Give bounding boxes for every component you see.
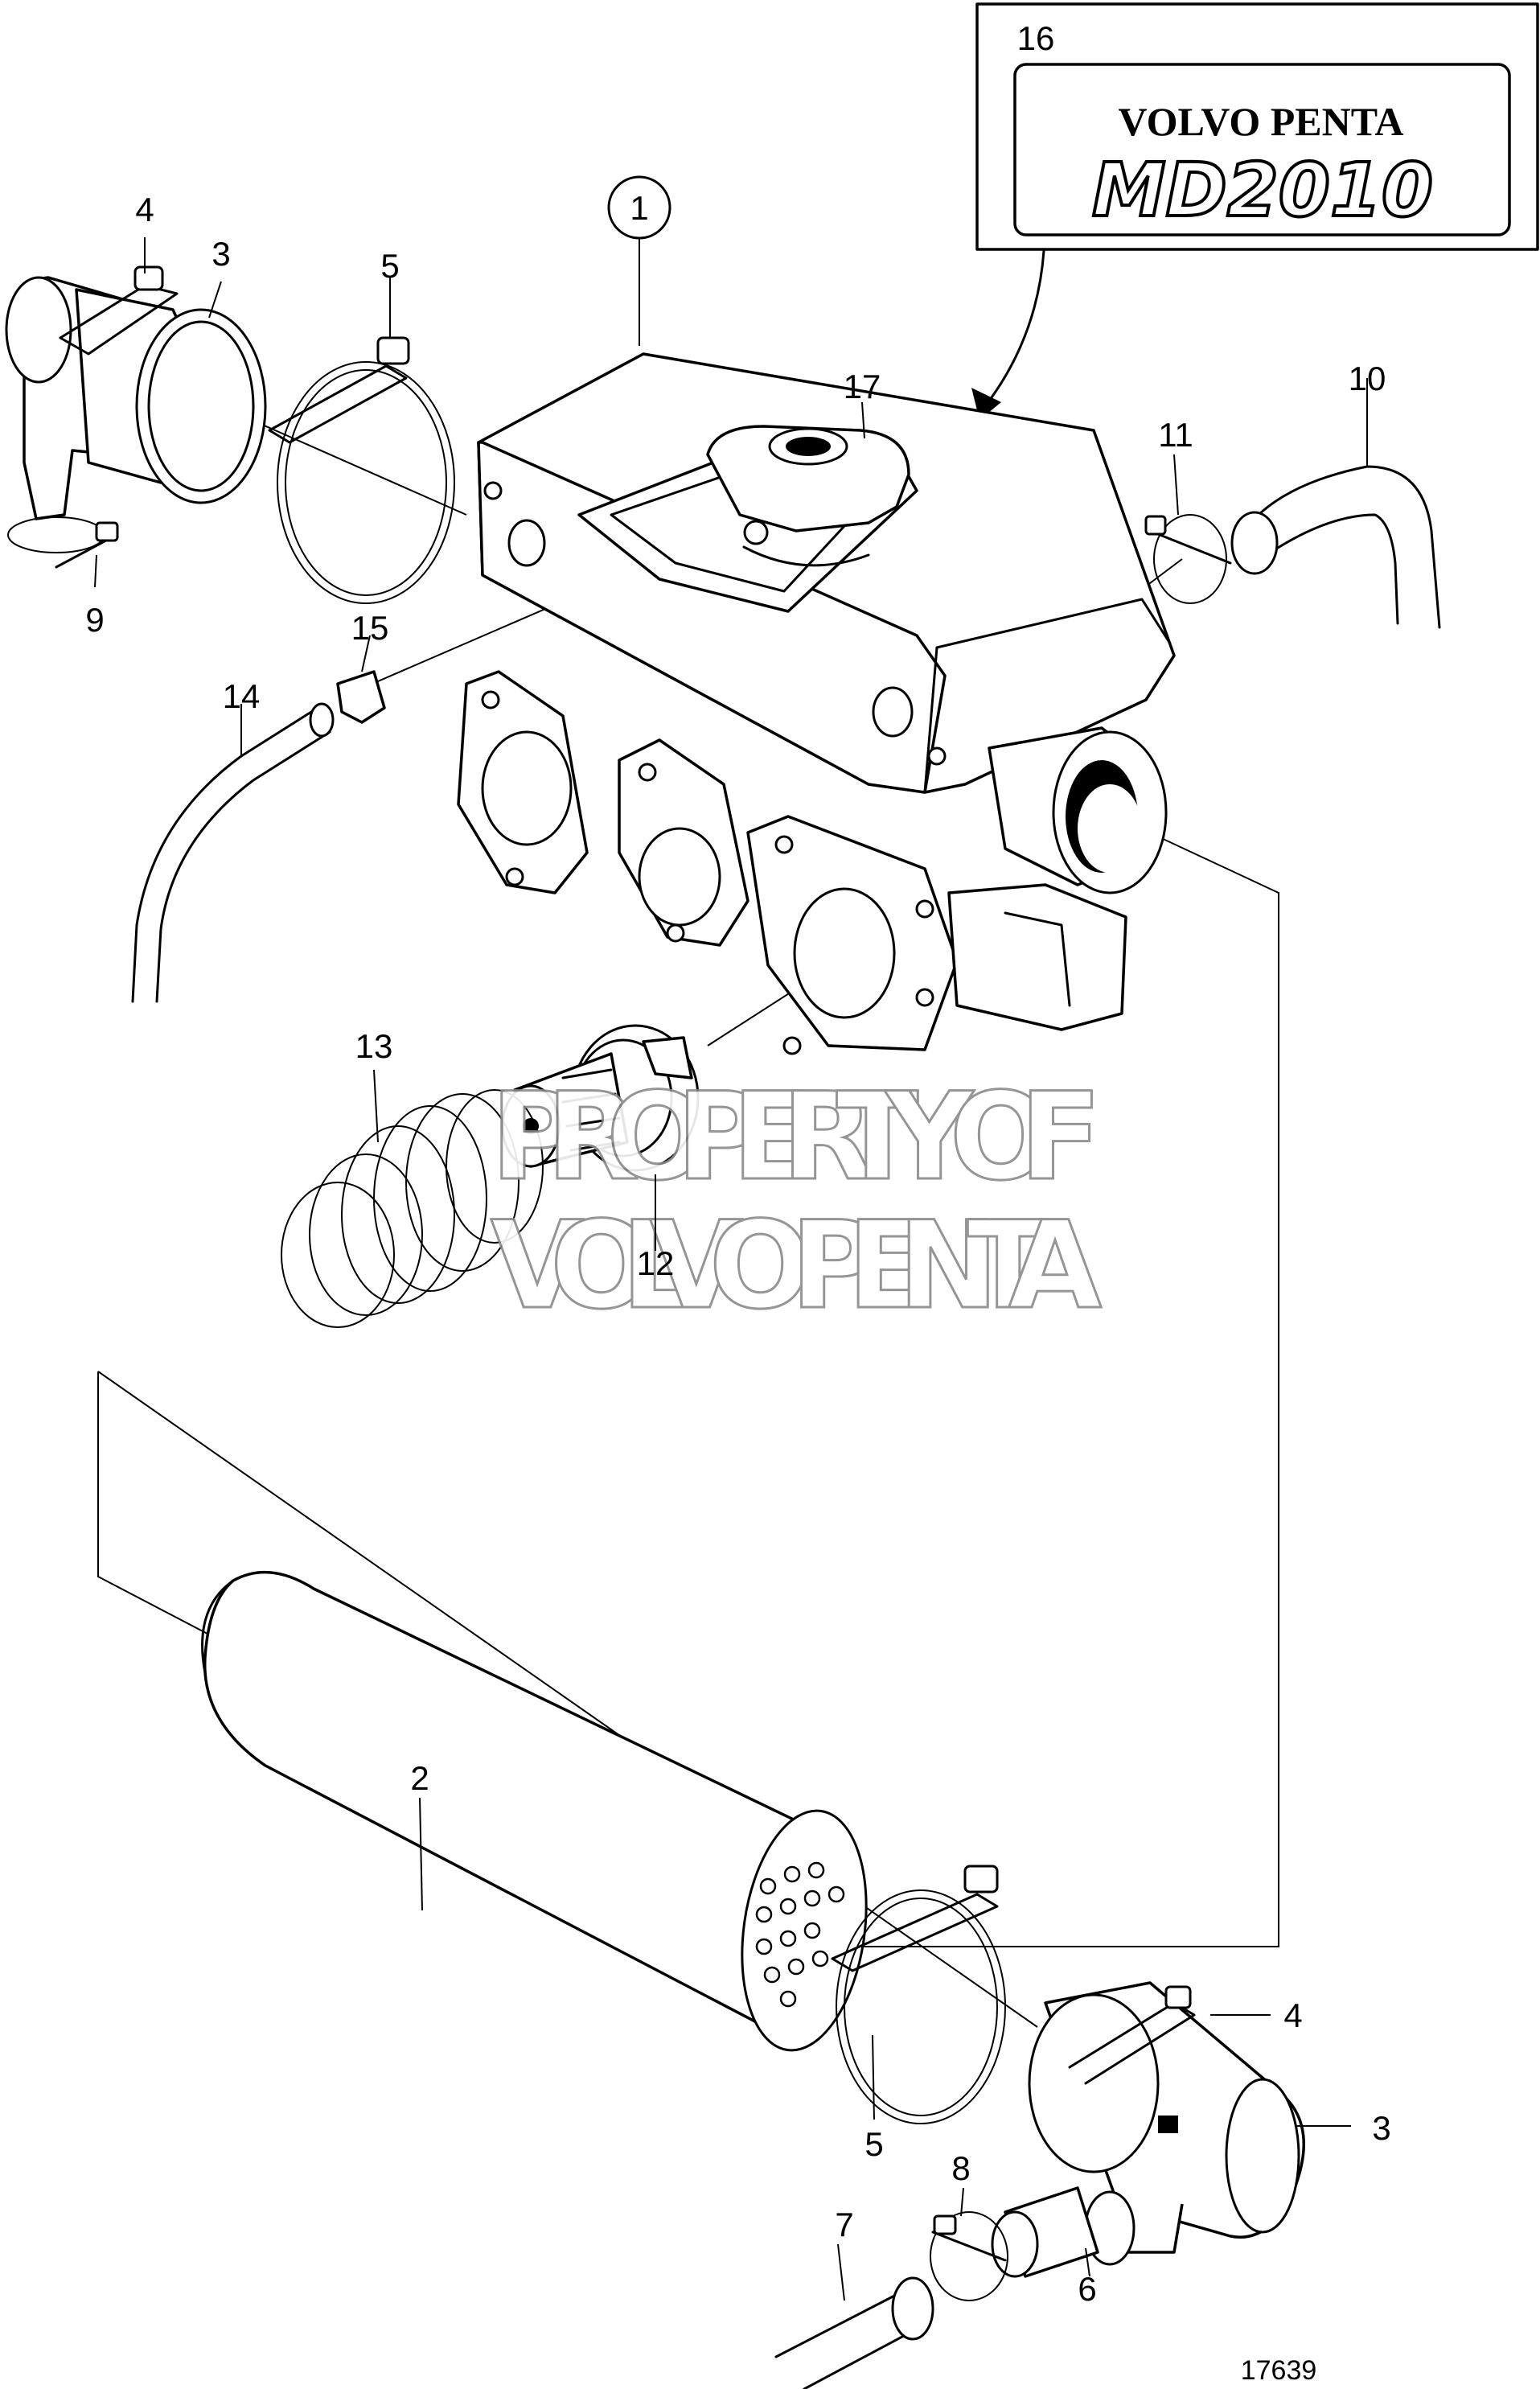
hose-top-right — [1144, 465, 1441, 629]
silencer-perforations — [755, 1861, 845, 2008]
callout-9: 9 — [85, 601, 104, 639]
outlet-hose-assembly — [774, 2186, 1099, 2389]
callout-leaders — [94, 237, 1368, 2301]
callout-11: 11 — [1158, 416, 1193, 454]
watermark: PROPERTY OF VOLVO PENTA — [490, 1067, 1103, 1338]
figure-number: 17639 — [1241, 2355, 1317, 2386]
callouts: 1 2 3 3 4 4 5 5 6 7 8 9 10 11 12 13 14 1… — [85, 19, 1390, 2308]
callout-13: 13 — [355, 1027, 393, 1065]
decal-inset: VOLVO PENTA MD2010 — [971, 2, 1539, 420]
top-left-elbow-assembly — [5, 265, 455, 604]
decal-model-text: MD2010 — [1092, 147, 1433, 233]
callout-1: 1 — [630, 189, 648, 227]
callout-15: 15 — [351, 609, 389, 647]
hose-left-thin — [131, 670, 386, 1003]
watermark-line-2: VOLVO PENTA — [491, 1196, 1102, 1336]
callout-4-bottom: 4 — [1283, 1996, 1302, 2034]
callout-14: 14 — [223, 677, 261, 715]
lower-elbow-assembly — [831, 1865, 1305, 2266]
thermostat-spring — [281, 1089, 544, 1328]
callout-3-top: 3 — [211, 235, 230, 273]
silencer-tube — [201, 1570, 868, 2052]
decal-brand-text: VOLVO PENTA — [1118, 99, 1403, 144]
filler-cap — [706, 425, 910, 567]
callout-12: 12 — [637, 1244, 675, 1282]
thermostat-assembly — [501, 1024, 700, 1172]
callout-10: 10 — [1349, 360, 1386, 397]
callout-5-top: 5 — [380, 247, 399, 285]
callout-8: 8 — [951, 2149, 970, 2187]
callout-17: 17 — [844, 368, 881, 405]
callout-5-bottom: 5 — [864, 2125, 883, 2163]
callout-3-bottom: 3 — [1372, 2109, 1390, 2147]
watermark-line-1: PROPERTY OF — [491, 1067, 1102, 1207]
callout-4-top: 4 — [135, 191, 154, 228]
callout-2: 2 — [410, 1759, 429, 1797]
callout-16: 16 — [1017, 19, 1055, 57]
callout-6: 6 — [1078, 2270, 1096, 2308]
callout-7: 7 — [835, 2206, 853, 2243]
